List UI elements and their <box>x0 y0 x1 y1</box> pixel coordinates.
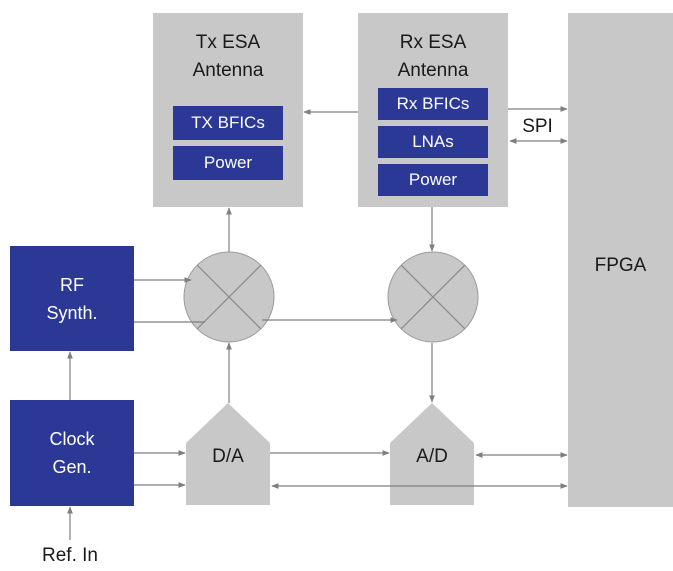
rf-synth-label-line1: RF <box>60 275 84 295</box>
rx-antenna-title-line1: Rx ESA <box>399 32 467 53</box>
rx-power-block <box>378 164 488 196</box>
dac-label: D/A <box>212 446 244 467</box>
rx-mixer <box>387 251 479 343</box>
tx-bfics-label: TX BFICs <box>191 113 265 132</box>
rx-power-label: Power <box>408 170 458 189</box>
clock-gen-label-line2: Gen. <box>52 457 92 477</box>
dac-shape <box>186 403 270 505</box>
rf-synth-block <box>10 246 134 351</box>
tx-bfics-block <box>173 106 283 140</box>
tx-power-label: Power <box>203 153 253 172</box>
adc-label: A/D <box>416 446 448 467</box>
tx-antenna-title-line2: Antenna <box>192 60 264 81</box>
rx-bfics-label: Rx BFICs <box>396 94 470 113</box>
fpga-block <box>568 13 673 507</box>
rx-lnas-block <box>378 126 488 158</box>
tx-power-block <box>173 146 283 180</box>
rx-bfics-block <box>378 88 488 120</box>
clock-gen-block <box>10 400 134 506</box>
rf-synth-label-line2: Synth. <box>46 303 98 323</box>
rx-antenna-title-line2: Antenna <box>397 60 469 81</box>
fpga-label: FPGA <box>594 255 647 276</box>
rx-lnas-label: LNAs <box>412 132 454 151</box>
clock-gen-label-line1: Clock <box>49 429 95 449</box>
tx-antenna-title-line1: Tx ESA <box>195 32 261 53</box>
adc-shape <box>390 403 474 505</box>
tx-mixer <box>183 251 275 343</box>
spi-label: SPI <box>522 116 553 137</box>
ref-in-label: Ref. In <box>42 545 98 566</box>
